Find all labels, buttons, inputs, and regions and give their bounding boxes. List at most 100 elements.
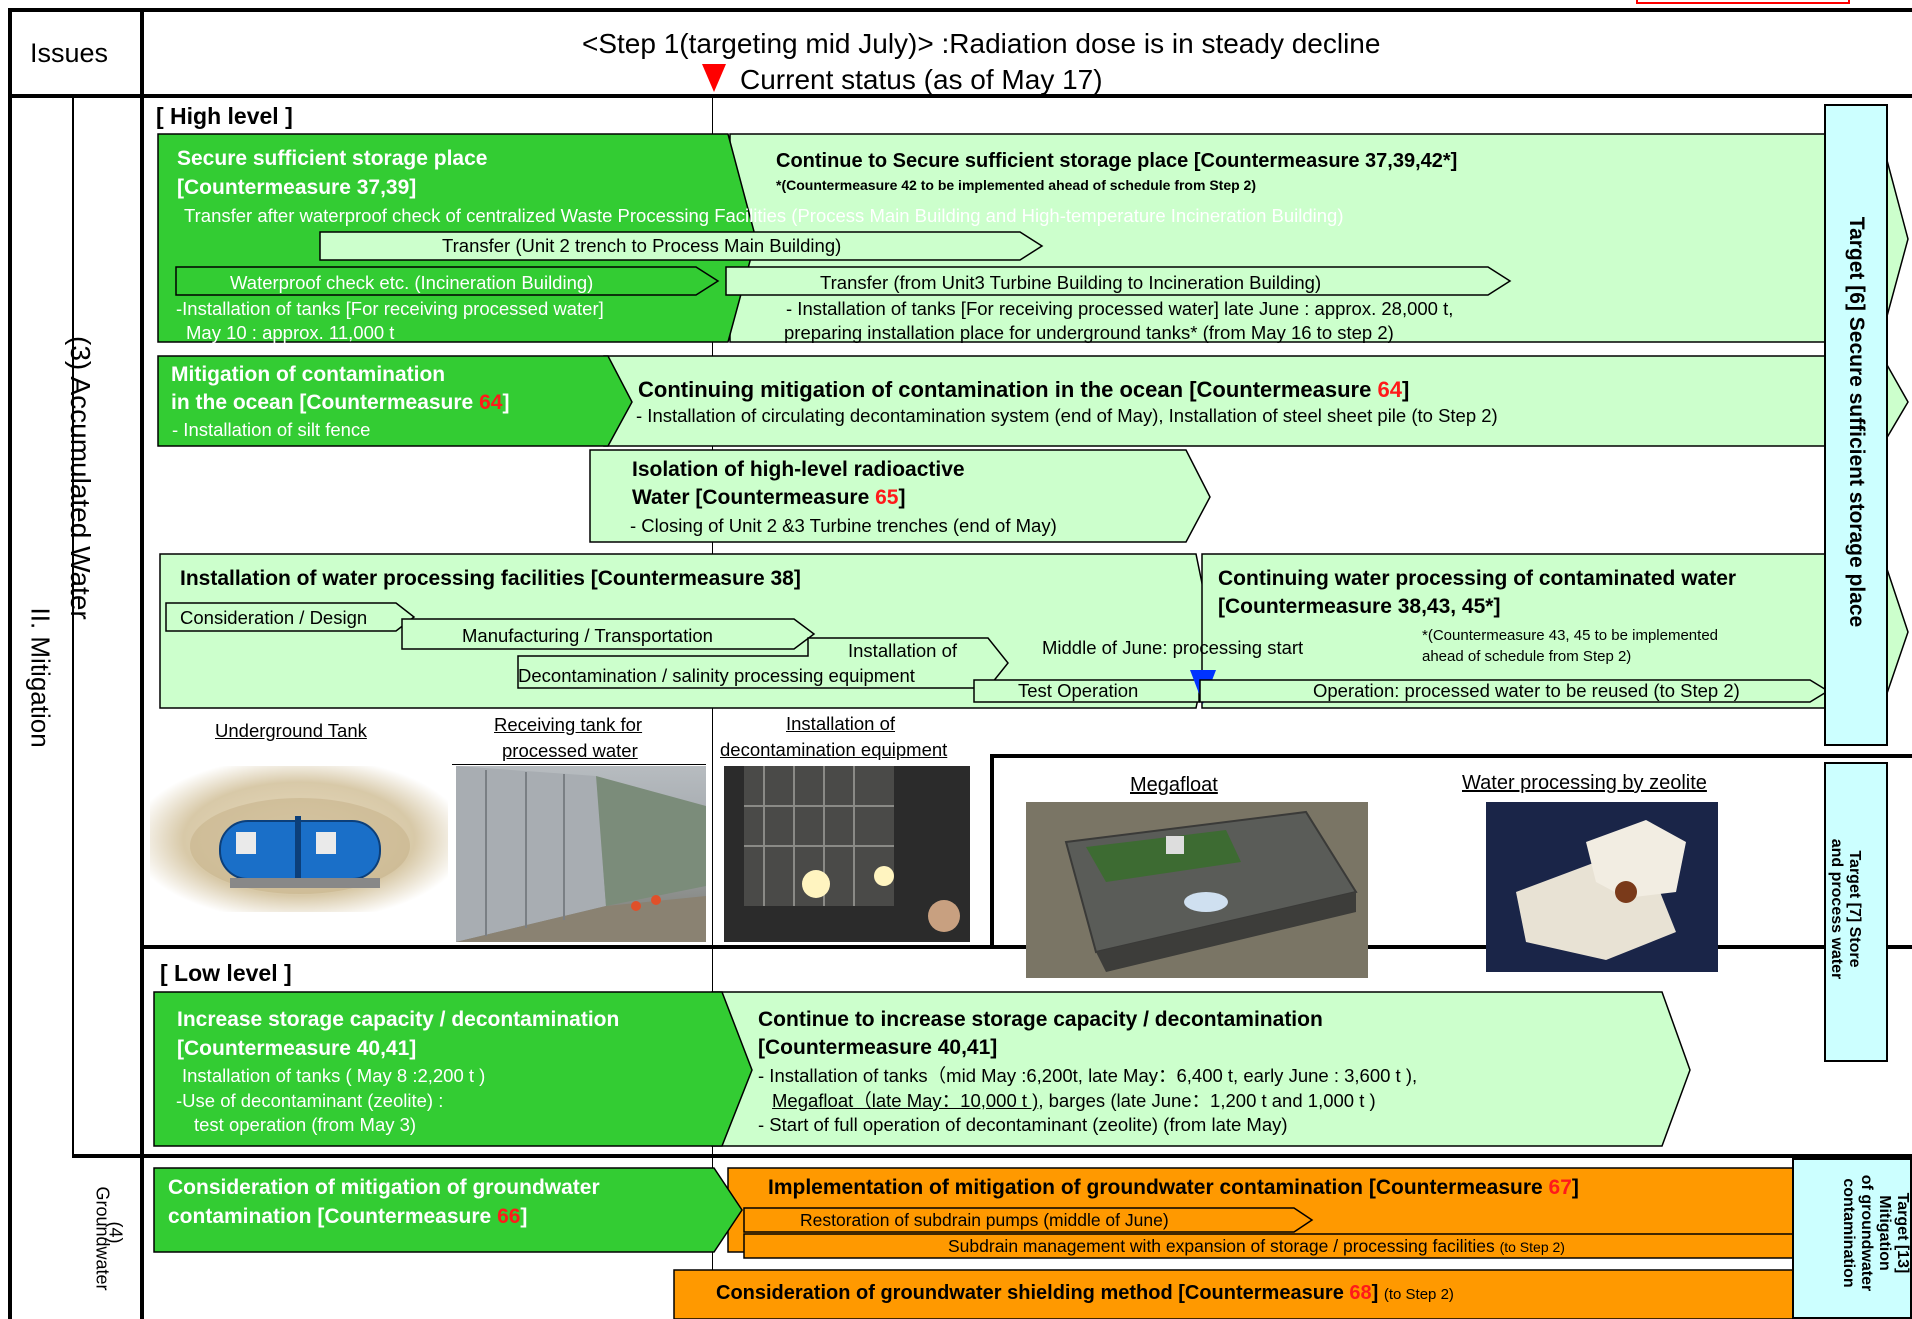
low-line-3: test operation (from May 3) xyxy=(194,1114,417,1135)
shield-num: 68 xyxy=(1349,1282,1372,1304)
storage-title-2: [Countermeasure 37,39] xyxy=(177,176,417,199)
ground-title-2b: ] xyxy=(520,1205,528,1228)
ocean-cont-sub: - Installation of circulating decontamin… xyxy=(636,405,1498,426)
low-cont-line-2: Megafloat（late May：10,000 t ), barges (l… xyxy=(772,1090,1376,1111)
isolation-title-2: Water [Countermeasure 65] xyxy=(632,486,905,510)
decon-caption-1: Installation of xyxy=(786,713,896,734)
isolation-num: 65 xyxy=(875,486,899,509)
transfer-unit3-label: Transfer (from Unit3 Turbine Building to… xyxy=(820,272,1322,293)
top-red-box xyxy=(1636,0,1850,4)
shield-a: Consideration of groundwater shielding m… xyxy=(716,1282,1350,1304)
issues-label: Issues xyxy=(30,38,109,68)
storage-tanks-2: May 10 : approx. 11,000 t xyxy=(186,322,395,343)
test-operation-arrow xyxy=(973,679,1200,703)
zeolite-caption: Water processing by zeolite xyxy=(1462,772,1707,794)
zeolite-photo xyxy=(1486,802,1718,972)
photo-box-left xyxy=(990,754,994,948)
ground-impl-b: ] xyxy=(1571,1176,1579,1199)
low-cont-line-2b: , barges (late June：1,200 t and 1,000 t … xyxy=(1038,1090,1376,1111)
accumulated-label: (3) Accumulated Water xyxy=(65,336,96,620)
processing-cont-note-1: *(Countermeasure 43, 45 to be implemente… xyxy=(1422,627,1719,644)
processing-cont-note-2: ahead of schedule from Step 2) xyxy=(1422,648,1632,665)
storage-cont-tanks-1: - Installation of tanks [For receiving p… xyxy=(786,298,1454,319)
receiving-caption-rule xyxy=(452,764,706,765)
isolation-title-2b: ] xyxy=(898,486,906,509)
target-13-label-d: contamination xyxy=(1840,1178,1857,1288)
photo-box-bottom xyxy=(144,945,994,949)
low-cont-title-2: [Countermeasure 40,41] xyxy=(758,1036,998,1059)
ocean-cont-title: Continuing mitigation of contamination i… xyxy=(638,377,1409,402)
ocean-title-2a: in the ocean [Countermeasure xyxy=(171,391,480,414)
storage-cont-tanks-2: preparing installation place for undergr… xyxy=(784,322,1394,343)
processing-cont-title-2: [Countermeasure 38,43, 45*] xyxy=(1218,595,1501,618)
ocean-sub: - Installation of silt fence xyxy=(172,419,371,440)
ground-title-2: contamination [Countermeasure 66] xyxy=(168,1205,527,1229)
subdrain-label: Subdrain management with expansion of st… xyxy=(948,1236,1565,1256)
low-cont-line-3: - Start of full operation of decontamina… xyxy=(758,1114,1288,1135)
low-arrow xyxy=(153,991,753,1147)
storage-cont-title: Continue to Secure sufficient storage pl… xyxy=(776,150,1458,172)
receiving-caption-2: processed water xyxy=(502,740,638,761)
test-operation-label: Test Operation xyxy=(1018,680,1139,701)
ocean-title-1: Mitigation of contamination xyxy=(171,363,446,386)
ground-impl-a: Implementation of mitigation of groundwa… xyxy=(768,1176,1549,1199)
storage-cont-note: *(Countermeasure 42 to be implemented ah… xyxy=(776,177,1256,193)
low-level-label: [ Low level ] xyxy=(160,960,292,986)
decon-caption-2: decontamination equipment xyxy=(720,739,948,760)
low-title-1: Increase storage capacity / decontaminat… xyxy=(177,1008,620,1031)
photo-box-top xyxy=(992,754,1912,758)
processing-cont-title-1: Continuing water processing of contamina… xyxy=(1218,567,1737,590)
equipment-icon xyxy=(744,766,960,932)
storage-transfer-text: Transfer after waterproof check of centr… xyxy=(184,205,1344,226)
ocean-cont-num: 64 xyxy=(1377,377,1402,402)
target-7-label-b: and process water xyxy=(1828,838,1845,980)
megafloat-photo xyxy=(1026,802,1368,978)
low-line-1: Installation of tanks ( May 8 :2,200 t ) xyxy=(182,1065,486,1086)
low-cont-line-1: - Installation of tanks（mid May :6,200t,… xyxy=(758,1065,1418,1086)
ground-title-2a: contamination [Countermeasure xyxy=(168,1205,498,1228)
zeolite-icon xyxy=(1516,820,1686,960)
install-of-label: Installation of xyxy=(848,640,958,661)
underground-tank-photo xyxy=(150,766,448,912)
storage-tanks-1: -Installation of tanks [For receiving pr… xyxy=(176,298,604,319)
low-line-2: -Use of decontaminant (zeolite) : xyxy=(176,1090,444,1111)
ocean-title-2: in the ocean [Countermeasure 64] xyxy=(171,391,509,415)
tanks-icon xyxy=(456,766,706,942)
ground-num: 66 xyxy=(497,1205,521,1228)
processing-title: Installation of water processing facilit… xyxy=(180,567,801,590)
waterproof-label: Waterproof check etc. (Incineration Buil… xyxy=(230,272,594,293)
operation-arrow xyxy=(1199,679,1830,703)
header-divider xyxy=(8,94,1912,98)
target-6-box xyxy=(1824,104,1888,746)
middle-june-label: Middle of June: processing start xyxy=(1042,637,1304,658)
decon-label: Decontamination / salinity processing eq… xyxy=(518,665,915,686)
current-marker-red xyxy=(702,64,726,92)
isolation-arrow xyxy=(589,449,1211,543)
high-level-label: [ High level ] xyxy=(156,103,293,129)
manufacturing-label: Manufacturing / Transportation xyxy=(462,625,713,646)
subdrain-to: (to Step 2) xyxy=(1499,1239,1565,1255)
ocean-arrow xyxy=(157,355,633,447)
ground-title-1: Consideration of mitigation of groundwat… xyxy=(168,1176,600,1199)
mitigation-label: II. Mitigation xyxy=(25,607,56,748)
subdrain-text: Subdrain management with expansion of st… xyxy=(948,1236,1495,1256)
frame xyxy=(8,8,1912,1319)
ocean-cont-title-b: ] xyxy=(1401,377,1410,402)
groundwater-label: Groundwater xyxy=(92,1186,113,1291)
header-title: <Step 1(targeting mid July)> :Radiation … xyxy=(582,28,1381,59)
transfer-unit3-arrow xyxy=(725,266,1512,296)
isolation-sub: - Closing of Unit 2 &3 Turbine trenches … xyxy=(630,515,1057,536)
ocean-cont-title-a: Continuing mitigation of contamination i… xyxy=(638,377,1378,402)
decon-equipment-photo xyxy=(724,766,970,942)
megafloat-link: Megafloat（late May：10,000 t ) xyxy=(772,1090,1039,1111)
tank-icon xyxy=(190,798,410,894)
isolation-title-2a: Water [Countermeasure xyxy=(632,486,876,509)
target-13-label-b: Mitigation xyxy=(1876,1195,1893,1271)
decon-arrow xyxy=(517,637,1009,689)
receiving-tank-photo xyxy=(456,766,706,942)
ground-arrow xyxy=(153,1167,743,1253)
current-status-label: Current status (as of May 17) xyxy=(740,64,1103,95)
target-6-label: Target [6] Secure sufficient storage pla… xyxy=(1845,216,1868,628)
transfer-unit2-arrow xyxy=(319,231,1044,261)
design-label: Consideration / Design xyxy=(180,607,368,628)
